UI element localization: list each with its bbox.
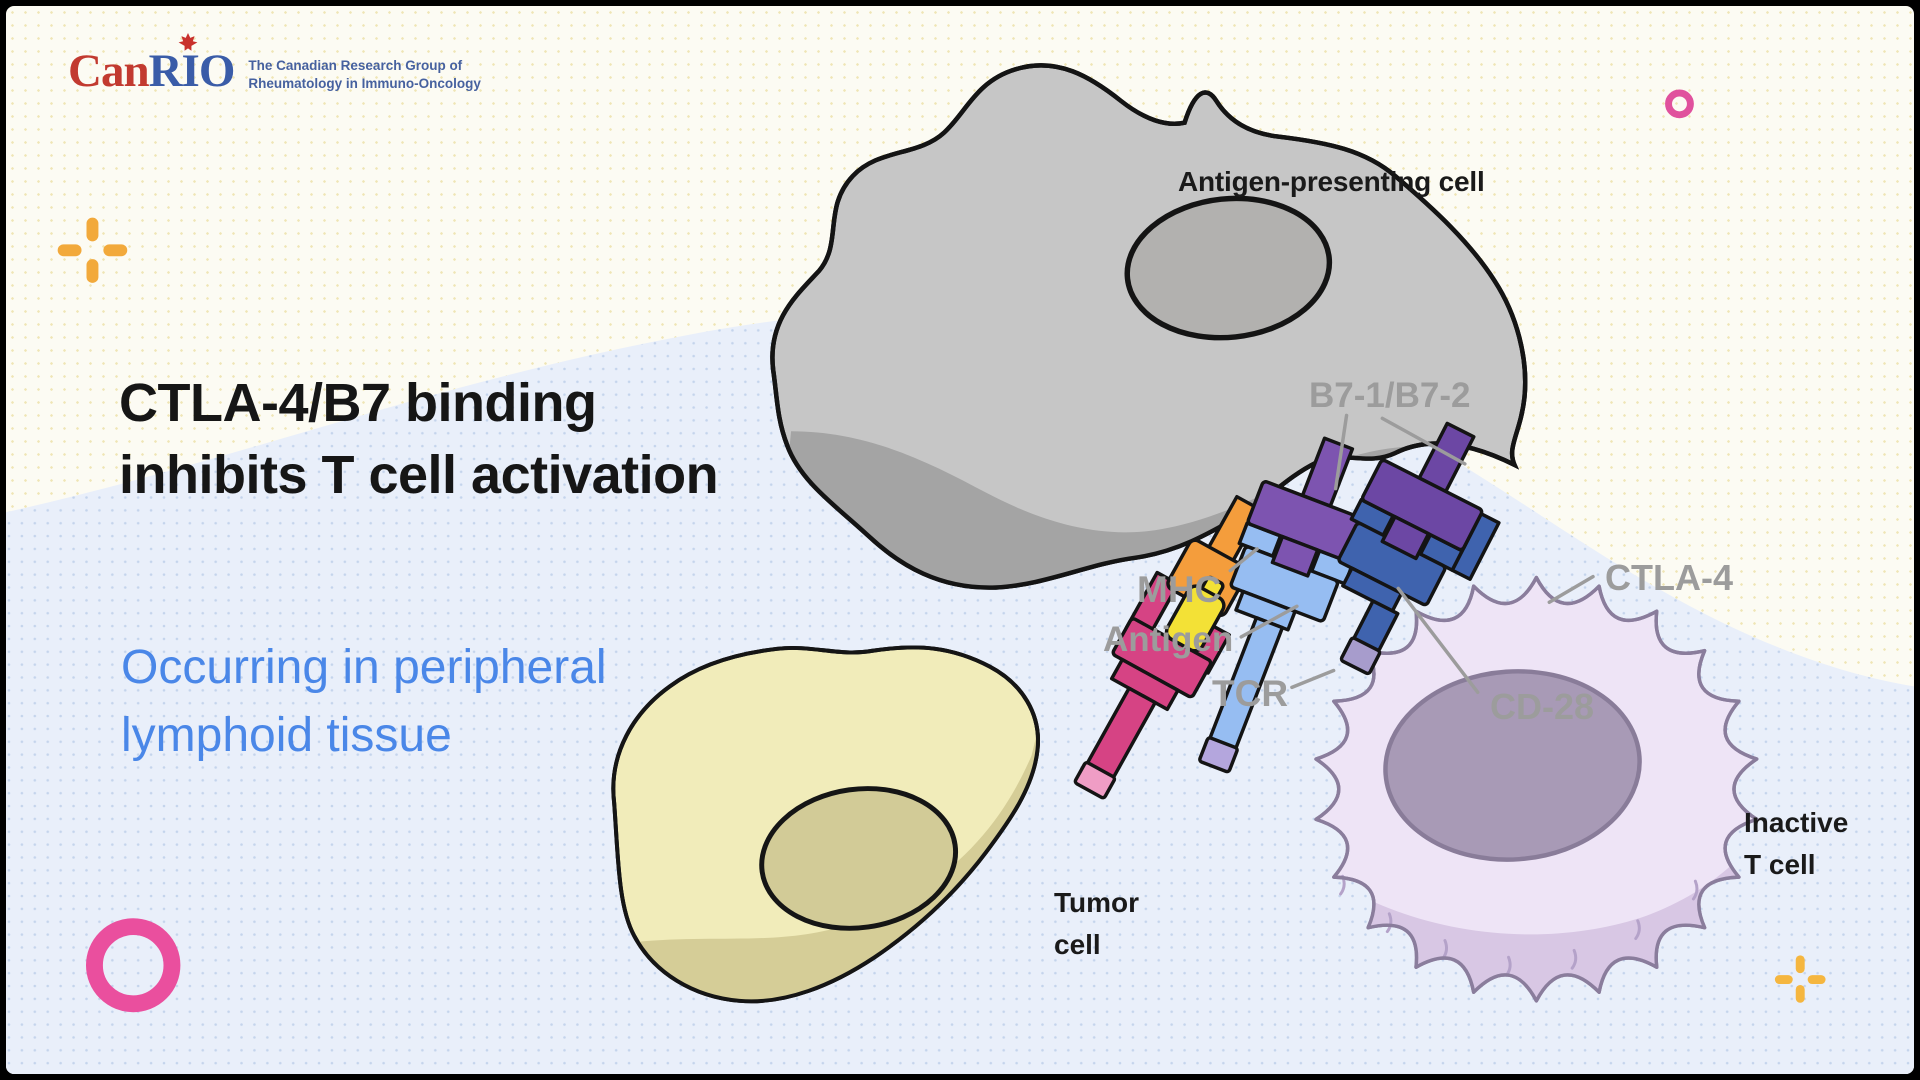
subtitle-line2: lymphoid tissue xyxy=(121,709,452,763)
antigen-molecule xyxy=(1164,575,1226,653)
apc-nucleus xyxy=(1124,195,1333,341)
title-line2: inhibits T cell activation xyxy=(119,444,719,505)
pink-ring-small xyxy=(1665,89,1694,119)
ctla4-pointer xyxy=(1547,574,1595,605)
page-subtitle: Occurring in peripheral lymphoid tissue xyxy=(121,634,607,770)
tcell-nucleus xyxy=(1383,669,1642,862)
logo-wordmark: CanRIO xyxy=(68,33,235,97)
b7-pointer-right xyxy=(1380,416,1467,466)
b7-receptor-right xyxy=(1360,421,1484,561)
inactive-label-line1: Inactive xyxy=(1744,807,1849,838)
tumor-cell-label: Tumor cell xyxy=(1054,882,1139,966)
b7-label: B7-1/B7-2 xyxy=(1309,376,1471,415)
maple-leaf-icon xyxy=(178,33,198,51)
tumor-label-line1: Tumor xyxy=(1054,887,1140,918)
plus-decoration-left xyxy=(57,217,128,283)
mhc-pointer xyxy=(1228,547,1259,573)
tcr-label: TCR xyxy=(1212,673,1289,714)
logo-can-text: Can xyxy=(68,45,150,97)
title-line1: CTLA-4/B7 binding xyxy=(119,373,597,433)
tcr-receptor xyxy=(1073,570,1231,800)
tcr-pointer xyxy=(1290,668,1336,690)
diagram-canvas xyxy=(6,63,1914,1074)
plus-decoration-right xyxy=(1774,955,1826,1003)
antigen-pointer xyxy=(1239,604,1299,639)
b7-ctla4-complex xyxy=(1337,421,1501,676)
tumor-nucleus xyxy=(759,786,959,931)
b7-pointer-left xyxy=(1333,413,1349,491)
logo-tagline: The Canadian Research Group of Rheumatol… xyxy=(248,48,481,92)
mhc-antigen-tcr-complex xyxy=(1073,494,1263,800)
ctla4-label: CTLA-4 xyxy=(1605,557,1733,598)
inactive-label-line2: T cell xyxy=(1744,849,1816,880)
cd28-pointer xyxy=(1396,586,1480,695)
tagline-line2: Rheumatology in Immuno-Oncology xyxy=(248,75,481,91)
canrio-logo: CanRIO The Canadian Research Group of Rh… xyxy=(68,33,481,97)
logo-rio-text: RIO xyxy=(149,33,235,95)
page-title: CTLA-4/B7 binding inhibits T cell activa… xyxy=(119,368,719,512)
pink-ring-large xyxy=(85,918,181,1013)
subtitle-line1: Occurring in peripheral xyxy=(121,641,607,694)
tumor-label-line2: cell xyxy=(1054,929,1101,960)
tcell-shape xyxy=(1314,575,1759,1003)
apc-label: Antigen-presenting cell xyxy=(1178,166,1485,197)
mhc-label: MHC xyxy=(1137,569,1222,610)
ctla4-receptor xyxy=(1337,497,1501,676)
cd28-label: CD-28 xyxy=(1490,686,1595,727)
antigen-label: Antigen xyxy=(1103,620,1234,659)
pointer-lines xyxy=(1228,413,1595,695)
tagline-line1: The Canadian Research Group of xyxy=(248,58,463,73)
inactive-tcell-label: Inactive T cell xyxy=(1744,802,1848,886)
